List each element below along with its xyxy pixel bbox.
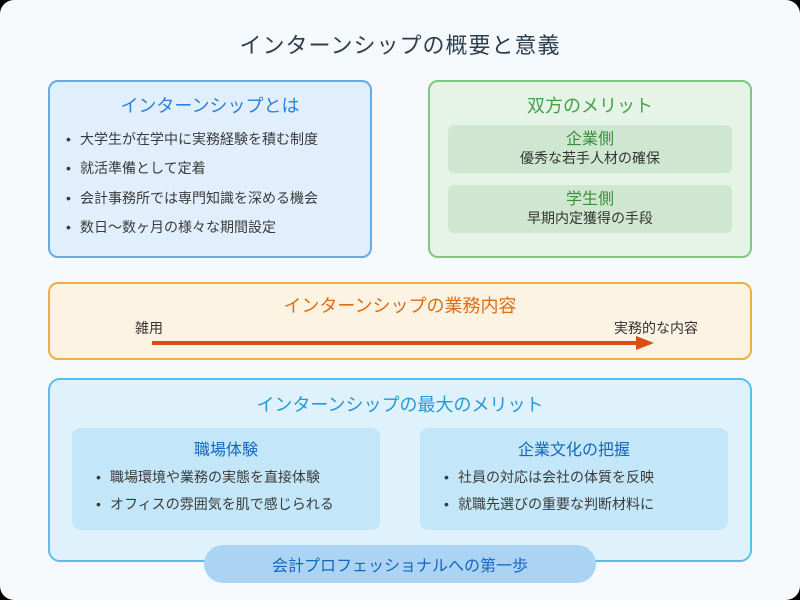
internship-definition-box: インターンシップとは • 大学生が在学中に実務経験を積む制度 • 就活準備として… — [48, 80, 372, 258]
work-content-box: インターンシップの業務内容 雑用 実務的な内容 — [48, 282, 752, 360]
company-culture-card: 企業文化の把握 • 社員の対応は会社の体質を反映 • 就職先選びの重要な判断材料… — [420, 428, 728, 530]
list-item-text: 数日〜数ヶ月の様々な期間設定 — [80, 219, 276, 236]
internship-definition-title: インターンシップとは — [120, 96, 300, 116]
company-merit-desc: 優秀な若手人材の確保 — [520, 150, 660, 167]
bullet-icon: • — [66, 189, 71, 206]
bullet-icon: • — [96, 496, 101, 513]
list-item-text: 就活準備として定着 — [80, 160, 206, 177]
work-content-title: インターンシップの業務内容 — [283, 296, 517, 316]
workplace-experience-list: • 職場環境や業務の実態を直接体験 • オフィスの雰囲気を肌で感じられる — [96, 469, 380, 513]
bullet-icon: • — [66, 131, 71, 147]
internship-definition-list: • 大学生が在学中に実務経験を積む制度 • 就活準備として定着 • 会計事務所で… — [66, 131, 370, 236]
list-item-text: 社員の対応は会社の体質を反映 — [458, 469, 654, 485]
right-arrow-icon — [152, 336, 654, 350]
first-step-badge: 会計プロフェッショナルへの第一歩 — [204, 545, 596, 583]
student-merit-card: 学生側 早期内定獲得の手段 — [448, 185, 732, 233]
list-item: • 会計事務所では専門知識を深める機会 — [66, 189, 370, 206]
list-item: • オフィスの雰囲気を肌で感じられる — [96, 496, 380, 513]
list-item-text: 会計事務所では専門知識を深める機会 — [80, 189, 318, 206]
student-merit-desc: 早期内定獲得の手段 — [527, 210, 653, 227]
spectrum-left-label: 雑用 — [135, 320, 163, 336]
company-culture-title: 企業文化の把握 — [517, 442, 630, 459]
spectrum-right-label: 実務的な内容 — [614, 320, 698, 336]
page-title: インターンシップの概要と意義 — [239, 33, 561, 58]
biggest-merit-box: インターンシップの最大のメリット 職場体験 • 職場環境や業務の実態を直接体験 … — [48, 378, 752, 562]
company-merit-label: 企業側 — [565, 131, 614, 148]
list-item-text: オフィスの雰囲気を肌で感じられる — [110, 496, 334, 513]
bullet-icon: • — [444, 496, 449, 513]
list-item-text: 大学生が在学中に実務経験を積む制度 — [80, 131, 318, 147]
list-item: • 職場環境や業務の実態を直接体験 — [96, 469, 380, 485]
bullet-icon: • — [66, 160, 71, 177]
list-item: • 就職先選びの重要な判断材料に — [444, 496, 728, 513]
company-merit-card: 企業側 優秀な若手人材の確保 — [448, 125, 732, 173]
mutual-merits-box: 双方のメリット 企業側 優秀な若手人材の確保 学生側 早期内定獲得の手段 — [428, 80, 752, 258]
biggest-merit-title: インターンシップの最大のメリット — [256, 395, 544, 415]
list-item-text: 職場環境や業務の実態を直接体験 — [110, 469, 320, 485]
workplace-experience-card: 職場体験 • 職場環境や業務の実態を直接体験 • オフィスの雰囲気を肌で感じられ… — [72, 428, 380, 530]
list-item: • 数日〜数ヶ月の様々な期間設定 — [66, 219, 370, 236]
list-item: • 就活準備として定着 — [66, 160, 370, 177]
company-culture-list: • 社員の対応は会社の体質を反映 • 就職先選びの重要な判断材料に — [444, 469, 728, 513]
list-item: • 大学生が在学中に実務経験を積む制度 — [66, 131, 370, 147]
bullet-icon: • — [66, 219, 71, 236]
workplace-experience-title: 職場体験 — [193, 442, 258, 459]
list-item-text: 就職先選びの重要な判断材料に — [458, 496, 654, 513]
bullet-icon: • — [444, 469, 449, 485]
list-item: • 社員の対応は会社の体質を反映 — [444, 469, 728, 485]
student-merit-label: 学生側 — [565, 191, 614, 208]
mutual-merits-title: 双方のメリット — [527, 96, 653, 116]
bullet-icon: • — [96, 469, 101, 485]
